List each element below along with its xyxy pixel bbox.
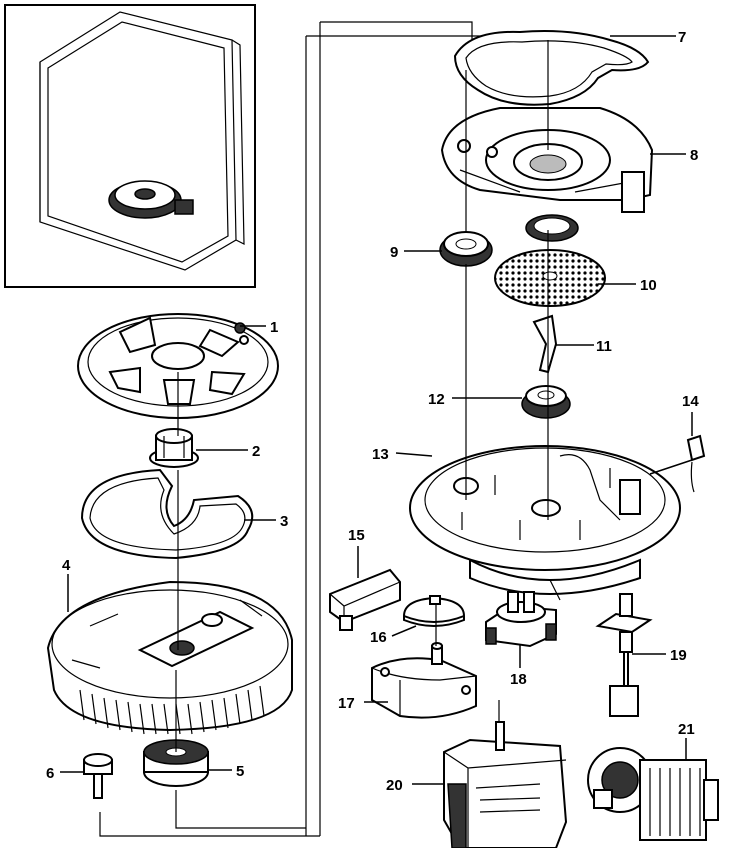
callout-16: 16 [370,629,387,646]
part-12-seal [521,385,571,419]
part-10-filter-screen [494,249,606,307]
part-13-sump [409,445,681,595]
callout-8: 8 [690,147,698,164]
part-18-bracket [485,591,557,648]
callout-3: 3 [280,513,288,530]
inset-location-panel [4,4,256,288]
leader-lines [60,35,693,785]
callout-11: 11 [596,338,612,355]
callout-labels: 7 8 9 10 11 12 13 14 1 2 3 4 15 16 17 18… [46,29,699,794]
callout-5: 5 [236,763,244,780]
ring-seal-upper [525,214,579,242]
callout-2: 2 [252,443,260,460]
part-15-micro-switch [329,568,401,631]
part-9-seal [439,231,493,267]
callout-12: 12 [428,391,445,408]
part-4-motor-base [46,580,293,735]
part-1-top-plate [77,313,279,419]
callout-15: 15 [348,527,365,544]
part-20-drain-motor [443,721,568,848]
callout-6: 6 [46,765,54,782]
callout-20: 20 [386,777,403,794]
part-alignment-lines [175,40,561,752]
callout-7: 7 [678,29,686,46]
callout-9: 9 [390,244,398,261]
part-3-gasket [80,468,254,560]
callout-18: 18 [510,671,527,688]
inset-pump-icon [108,180,194,219]
callout-10: 10 [640,277,657,294]
part-11-impeller-blade [532,314,558,374]
callout-14: 14 [682,393,699,410]
part-5-impeller [143,739,209,787]
part-6-plug [83,753,113,799]
part-19-thermistor [595,593,653,717]
callout-13: 13 [372,446,389,463]
part-7-gasket [453,30,650,106]
callout-1: 1 [270,319,278,336]
callout-17: 17 [338,695,355,712]
part-16-cam [403,595,465,627]
part-14-clip [686,434,706,493]
part-2-bushing [149,428,199,468]
callout-4: 4 [62,557,71,574]
part-17-timer-motor [371,642,477,719]
part-21-drain-pump [587,747,719,841]
callout-21: 21 [678,721,695,738]
callout-19: 19 [670,647,687,664]
part-8-pump-housing [440,107,654,213]
